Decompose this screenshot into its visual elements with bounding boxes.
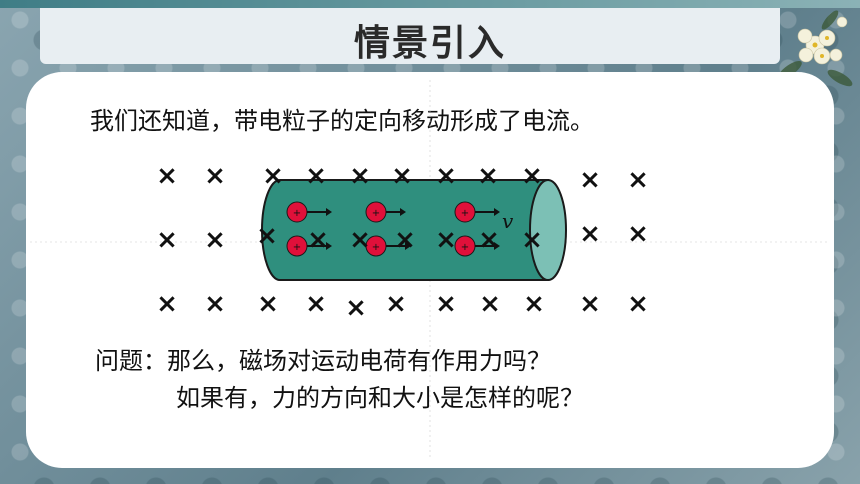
field-crosses: × × × × × × × × × × × × × × × × × × × × × × × × × × × × × × × × ×: [156, 161, 649, 320]
magnetic-field-diagram: + + + + + + v ××××××××××××××××××××××××××…: [156, 161, 649, 320]
charge-6: [454, 235, 500, 257]
conductor-cylinder: [261, 179, 567, 281]
field-cross-28: ×: [385, 289, 407, 319]
field-cross-18: ×: [435, 225, 457, 255]
charge-sign-3: +: [461, 208, 469, 219]
field-cross-24: ×: [204, 289, 226, 319]
charge-sign-5: +: [372, 242, 380, 253]
field-cross-5: ×: [349, 161, 371, 191]
field-cross-9: ×: [521, 161, 543, 191]
charge-sign-1: +: [293, 208, 301, 219]
field-cross-2: ×: [204, 161, 226, 191]
field-cross-4: ×: [305, 161, 327, 191]
title-band: [40, 8, 780, 64]
charge-4: [286, 235, 332, 257]
field-cross-17: ×: [394, 225, 416, 255]
field-cross-21: ×: [579, 219, 601, 249]
field-cross-22: ×: [627, 219, 649, 249]
question-line-1: 问题：那么，磁场对运动电荷有作用力吗？: [95, 347, 551, 375]
slide-title: 情景引入: [353, 23, 506, 64]
field-cross-26: ×: [305, 289, 327, 319]
field-cross-13: ×: [204, 225, 226, 255]
top-accent-bar: [0, 0, 860, 8]
field-cross-27: ×: [345, 293, 367, 320]
field-cross-33: ×: [627, 289, 649, 319]
field-cross-14: ×: [256, 221, 278, 251]
field-cross-32: ×: [579, 289, 601, 319]
charge-sign-4: +: [293, 242, 301, 253]
velocity-label: v: [502, 209, 514, 233]
field-cross-25: ×: [257, 289, 279, 319]
charge-1: [286, 201, 332, 223]
charge-3: [454, 201, 500, 223]
field-cross-10: ×: [579, 165, 601, 195]
field-cross-31: ×: [523, 289, 545, 319]
field-cross-16: ×: [349, 225, 371, 255]
field-cross-11: ×: [627, 165, 649, 195]
charge-5: [365, 235, 411, 257]
charge-2: [365, 201, 406, 223]
field-cross-15: ×: [307, 225, 329, 255]
field-cross-12: ×: [156, 225, 178, 255]
field-cross-20: ×: [521, 225, 543, 255]
charge-sign-2: +: [372, 208, 380, 219]
flower-decoration-icon: [778, 10, 853, 89]
field-cross-29: ×: [435, 289, 457, 319]
field-cross-7: ×: [435, 161, 457, 191]
field-cross-3: ×: [262, 161, 284, 191]
moving-charges: + + + + + +: [286, 201, 500, 257]
field-cross-8: ×: [477, 161, 499, 191]
field-cross-1: ×: [156, 161, 178, 191]
field-cross-23: ×: [156, 289, 178, 319]
intro-text: 我们还知道，带电粒子的定向移动形成了电流。: [90, 107, 594, 135]
field-cross-6: ×: [391, 161, 413, 191]
charge-sign-6: +: [461, 242, 469, 253]
question-line-2: 如果有，力的方向和大小是怎样的呢？: [176, 384, 584, 412]
field-cross-30: ×: [479, 289, 501, 319]
field-cross-19: ×: [478, 225, 500, 255]
